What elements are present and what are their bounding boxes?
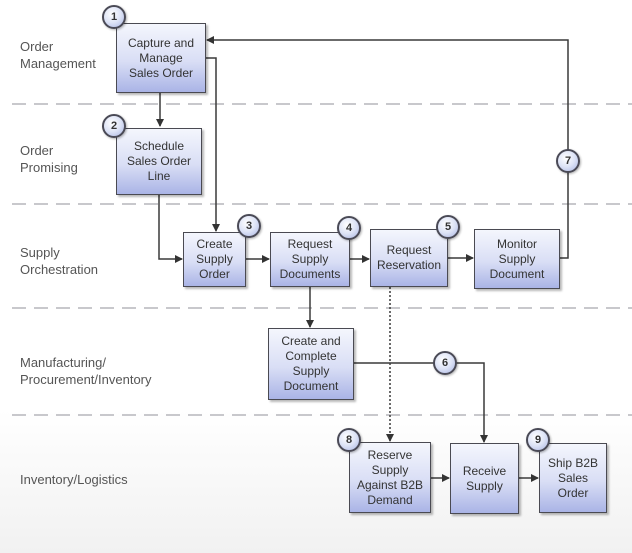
- step-create-complete-supply-document[interactable]: Create and Complete Supply Document: [268, 328, 354, 400]
- step-number-badge: 9: [526, 428, 550, 452]
- step-schedule-sales-order-line[interactable]: Schedule Sales Order Line: [116, 128, 202, 195]
- connector-schedule-to-create-supply-order: [158, 195, 183, 263]
- step-number-badge: 8: [337, 428, 361, 452]
- step-create-supply-order[interactable]: Create Supply Order: [183, 232, 246, 287]
- lane-label-manufacturing: Manufacturing/ Procurement/Inventory: [20, 355, 152, 387]
- lane-label-order-management: Order Management: [20, 39, 96, 71]
- lane-label-order-promising: Order Promising: [20, 143, 78, 175]
- step-number-badge: 7: [556, 149, 580, 173]
- lane-label-inventory-logistics: Inventory/Logistics: [20, 472, 128, 487]
- step-request-reservation[interactable]: Request Reservation: [370, 229, 448, 287]
- step-capture-manage-sales-order[interactable]: Capture and Manage Sales Order: [116, 23, 206, 93]
- step-number-badge: 2: [102, 114, 126, 138]
- lane-label-supply-orchestration: Supply Orchestration: [20, 245, 99, 277]
- step-number-badge: 3: [237, 214, 261, 238]
- step-monitor-supply-document[interactable]: Monitor Supply Document: [474, 229, 560, 289]
- step-ship-b2b-sales-order[interactable]: Ship B2B Sales Order: [539, 443, 607, 513]
- connector-capture-to-create-supply-order: [206, 57, 220, 232]
- step-reserve-supply-against-b2b-demand[interactable]: Reserve Supply Against B2B Demand: [349, 442, 431, 513]
- connector-create-complete-to-receive: [354, 362, 488, 443]
- step-receive-supply[interactable]: Receive Supply: [450, 443, 519, 514]
- step-request-supply-documents[interactable]: Request Supply Documents: [270, 232, 350, 287]
- step-number-badge: 1: [102, 5, 126, 29]
- step-number-badge: 4: [337, 216, 361, 240]
- step-number-badge: 6: [433, 351, 457, 375]
- connector-monitor-to-capture: [206, 36, 569, 259]
- step-number-badge: 5: [436, 215, 460, 239]
